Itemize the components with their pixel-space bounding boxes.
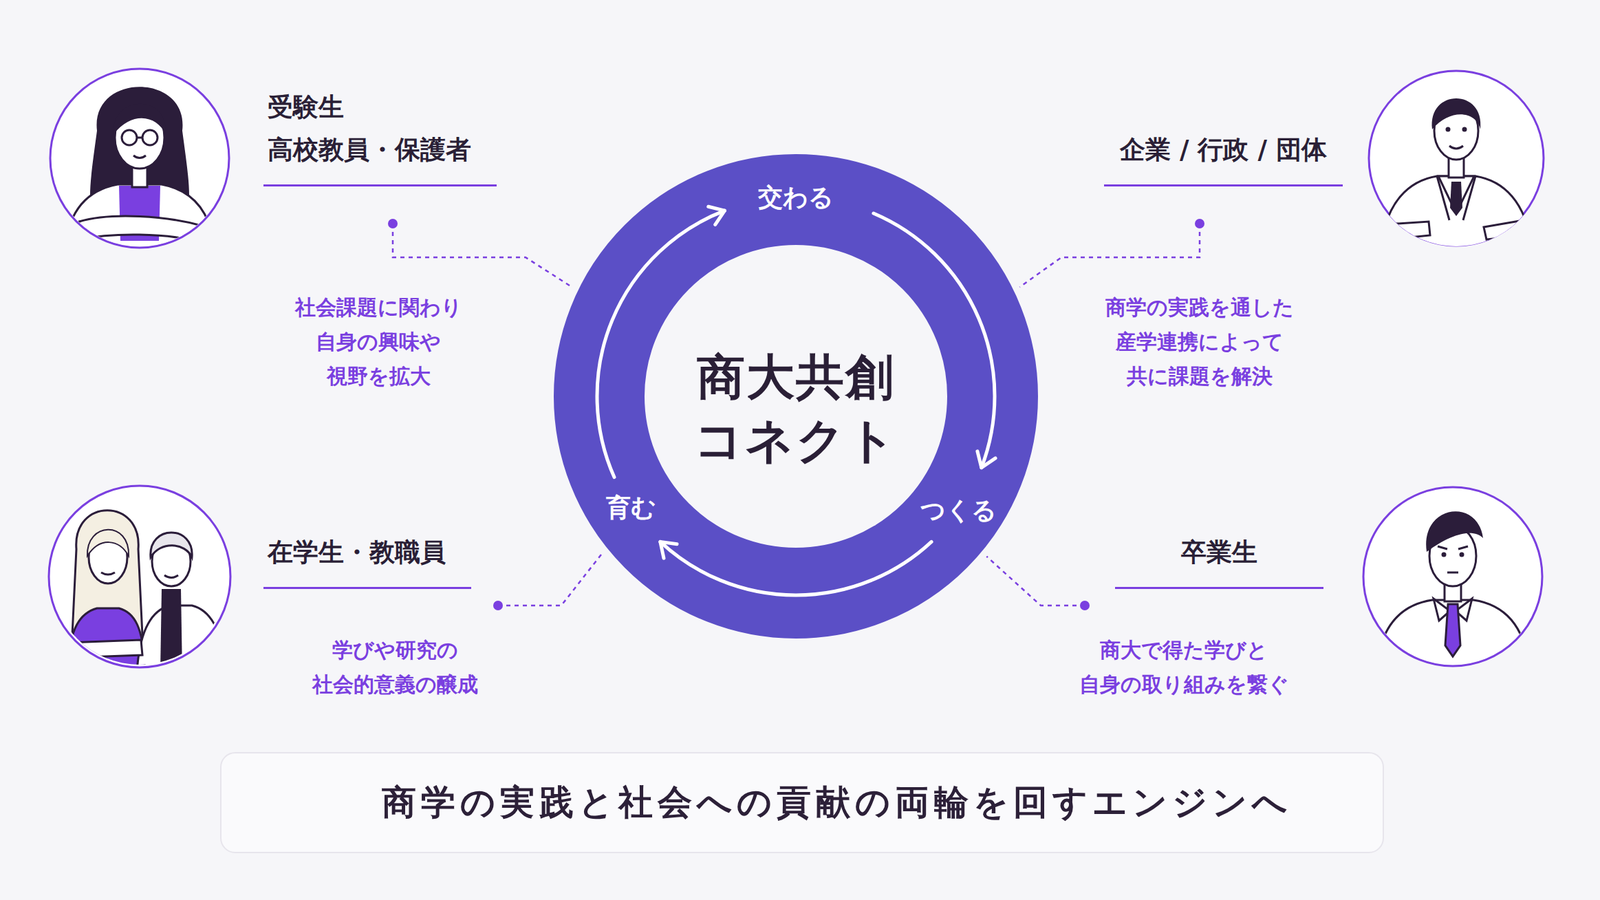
jacket — [1380, 176, 1532, 255]
leader-line — [392, 223, 573, 287]
avatar-business — [1368, 70, 1544, 255]
mouth — [133, 155, 146, 159]
glasses — [142, 130, 158, 146]
avatar-circle — [50, 68, 230, 248]
eyebrows — [1437, 546, 1468, 549]
eye — [1441, 552, 1447, 558]
leader-dot — [387, 218, 398, 229]
avatar-graduate — [1363, 487, 1543, 673]
turtleneck — [160, 588, 183, 673]
tie — [1445, 603, 1461, 657]
glasses-bridge — [136, 136, 143, 139]
group-description: 社会課題に関わり 自身の興味や 視野を拡大 — [295, 290, 463, 394]
mouth — [1447, 571, 1459, 574]
top — [68, 608, 146, 673]
cycle-arrowhead — [977, 451, 996, 468]
stakeholder-group: 在学生・教職員学びや研究の 社会的意義の醸成 — [263, 529, 472, 702]
arm — [1483, 220, 1527, 240]
heading-underline: 受験生 高校教員・保護者 — [263, 85, 497, 187]
avatar-figure — [1375, 511, 1530, 673]
heading-underline: 卒業生 — [1115, 529, 1324, 589]
cycle-step: 育む — [606, 492, 657, 523]
shirt — [1375, 599, 1530, 673]
avatar-circle — [1363, 487, 1543, 666]
group-heading: 卒業生 — [1181, 531, 1258, 574]
stakeholder-group: 企業 / 行政 / 団体商学の実践を通した 産学連携によって 共に課題を解決 — [1104, 85, 1343, 394]
stakeholder-group: 卒業生商大で得た学びと 自身の取り組みを繋ぐ — [1115, 529, 1324, 702]
heading-underline: 企業 / 行政 / 団体 — [1104, 85, 1343, 187]
crossed-arms — [79, 215, 202, 243]
leader-line — [1019, 223, 1200, 287]
cycle-arrowhead — [708, 206, 726, 225]
group-description: 商大で得た学びと 自身の取り組みを繋ぐ — [1079, 632, 1290, 702]
hair — [150, 532, 192, 558]
group-heading: 企業 / 行政 / 団体 — [1119, 128, 1327, 172]
avatar-figure — [63, 86, 216, 255]
leader-dot — [493, 600, 503, 611]
mouth — [1449, 145, 1464, 149]
group-description: 学びや研究の 社会的意義の醸成 — [312, 632, 479, 702]
avatar-applicant — [50, 68, 230, 255]
ring-title: 商大共創 コネクト — [694, 345, 898, 472]
hair — [1425, 511, 1484, 552]
leader-dot — [1079, 600, 1090, 611]
cycle-arrow — [660, 541, 932, 596]
glasses — [121, 130, 137, 146]
tagline-banner: 商学の実践と社会への貢献の両輪を回すエンジンへ — [220, 751, 1385, 853]
group-heading: 受験生 高校教員・保護者 — [267, 85, 476, 172]
bangs — [87, 529, 129, 556]
avatar-figure — [1380, 98, 1532, 255]
cycle-ring: 商大共創 コネクト 交わるつくる 育む — [553, 154, 1039, 639]
leader-line — [986, 556, 1085, 606]
group-heading: 在学生・教職員 — [267, 531, 446, 574]
mouth — [101, 572, 115, 575]
cycle-arrowhead — [660, 541, 677, 558]
eye — [1459, 552, 1465, 558]
avatar-campus — [48, 485, 231, 673]
cardigan — [63, 184, 216, 255]
crossed-arms — [68, 639, 143, 658]
group-description: 商学の実践を通した 産学連携によって 共に課題を解決 — [1105, 290, 1294, 394]
tie — [1450, 181, 1463, 216]
heading-underline: 在学生・教職員 — [263, 529, 472, 589]
eye — [1462, 127, 1468, 133]
ring-band — [599, 199, 993, 593]
hair — [1432, 98, 1481, 130]
leader-line — [498, 553, 603, 606]
neck — [1448, 158, 1464, 178]
bangs — [113, 103, 166, 135]
leader-dot — [1194, 218, 1205, 229]
cycle-step: 交わる — [758, 182, 834, 213]
eye — [1445, 127, 1451, 133]
stakeholder-group: 受験生 高校教員・保護者社会課題に関わり 自身の興味や 視野を拡大 — [263, 85, 497, 394]
arm — [1387, 221, 1431, 240]
lapels — [1436, 176, 1476, 221]
cycle-step: つくる — [920, 495, 997, 526]
mouth — [164, 575, 179, 578]
avatar-circle — [48, 485, 231, 668]
tagline-text: 商学の実践と社会への貢献の両輪を回すエンジンへ — [381, 779, 1292, 826]
avatar-figure — [68, 510, 227, 673]
